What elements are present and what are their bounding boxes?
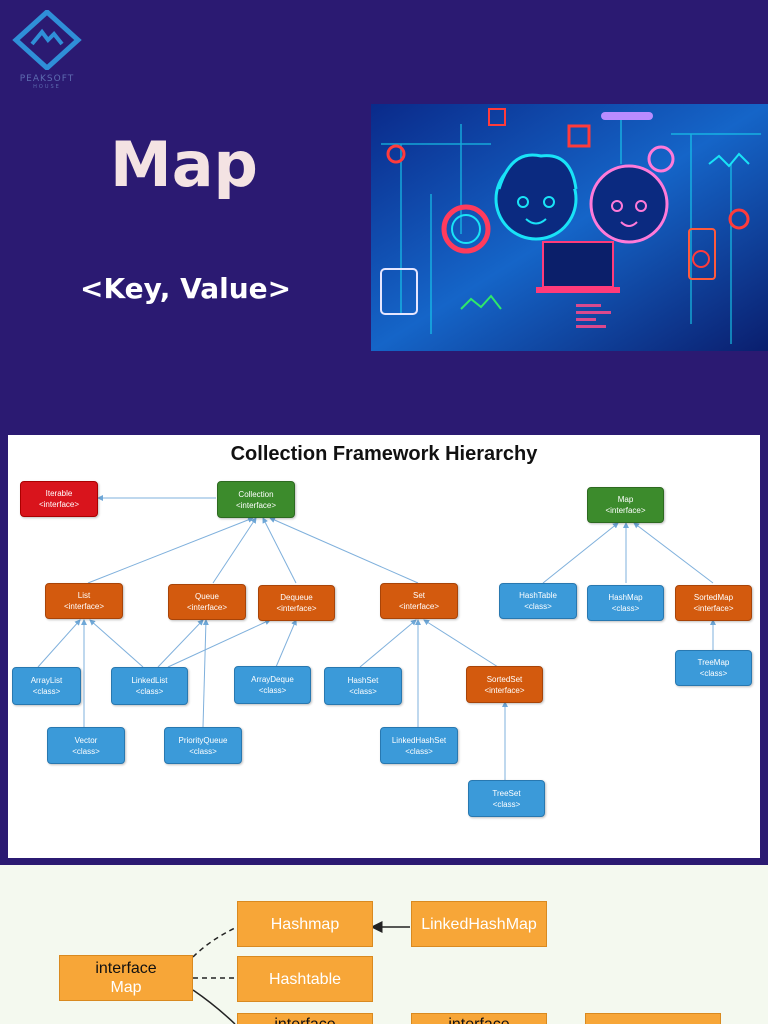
hero-illustration bbox=[371, 104, 768, 351]
node-name: PriorityQueue bbox=[178, 735, 228, 745]
hashmap-box: Hashmap bbox=[237, 901, 373, 947]
node-name: TreeSet bbox=[492, 788, 521, 798]
arraydeque-node: ArrayDeque <class> bbox=[234, 666, 311, 704]
linkedlist-node: LinkedList <class> bbox=[111, 667, 188, 705]
sorted-interface-box-right: interface bbox=[411, 1013, 547, 1024]
arraylist-node: ArrayList <class> bbox=[12, 667, 81, 705]
tech-kids-illustration bbox=[371, 104, 768, 351]
node-name: TreeMap bbox=[697, 658, 730, 667]
node-kind: <class> bbox=[72, 746, 100, 756]
map-connectors bbox=[192, 921, 410, 1024]
node-kind: <class> bbox=[611, 604, 640, 613]
peaksoft-logo: PEAKSOFT HOUSE bbox=[12, 8, 82, 90]
node-name: Iterable bbox=[45, 489, 73, 498]
node-kind: <interface> bbox=[398, 602, 440, 611]
node-kind: <interface> bbox=[484, 685, 525, 695]
hashtable-label: Hashtable bbox=[268, 970, 342, 988]
node-kind: <class> bbox=[189, 746, 217, 756]
node-kind: <class> bbox=[699, 669, 728, 678]
partial-box bbox=[585, 1013, 721, 1024]
hashmap-node: HashMap <class> bbox=[587, 585, 664, 621]
map-label: Map bbox=[110, 979, 142, 996]
interface-map-box: interface Map bbox=[59, 955, 193, 1001]
node-name: SortedMap bbox=[693, 593, 734, 602]
node-kind: <interface> bbox=[38, 500, 80, 509]
interface-label: interface bbox=[95, 960, 157, 977]
node-kind: <interface> bbox=[605, 506, 646, 515]
treeset-node: TreeSet <class> bbox=[468, 780, 545, 817]
iterable-node: Iterable <interface> bbox=[20, 481, 98, 517]
node-name: LinkedHashSet bbox=[391, 735, 447, 745]
node-kind: <interface> bbox=[186, 603, 228, 612]
linkedhashset-node: LinkedHashSet <class> bbox=[380, 727, 458, 764]
treemap-node: TreeMap <class> bbox=[675, 650, 752, 686]
node-kind: <interface> bbox=[235, 500, 277, 510]
page-title: Map bbox=[110, 128, 258, 201]
node-name: Queue bbox=[194, 592, 220, 601]
node-name: List bbox=[77, 591, 91, 600]
map-node: Map <interface> bbox=[587, 487, 664, 523]
node-name: ArrayDeque bbox=[251, 675, 294, 684]
hashtable-node: HashTable <class> bbox=[499, 583, 577, 619]
brand-name: PEAKSOFT bbox=[19, 74, 75, 84]
hierarchy-connectors bbox=[37, 495, 716, 780]
node-name: Collection bbox=[238, 489, 274, 499]
node-kind: <class> bbox=[258, 686, 287, 695]
node-kind: <interface> bbox=[693, 604, 734, 613]
node-name: Set bbox=[412, 591, 425, 600]
node-name: Vector bbox=[74, 735, 98, 745]
node-name: ArrayList bbox=[30, 676, 63, 685]
node-kind: <interface> bbox=[276, 604, 317, 613]
node-name: HashSet bbox=[347, 676, 379, 685]
collection-hierarchy-diagram: Collection Framework Hierarchy bbox=[8, 435, 760, 858]
vector-node: Vector <class> bbox=[47, 727, 125, 764]
list-node: List <interface> bbox=[45, 583, 123, 619]
node-kind: <class> bbox=[135, 687, 164, 696]
node-kind: <class> bbox=[492, 799, 521, 809]
queue-node: Queue <interface> bbox=[168, 584, 246, 620]
linkedhashmap-label: LinkedHashMap bbox=[421, 915, 537, 933]
node-name: Map bbox=[617, 495, 634, 504]
node-name: SortedSet bbox=[486, 674, 523, 684]
hashtable-box: Hashtable bbox=[237, 956, 373, 1002]
hashset-node: HashSet <class> bbox=[324, 667, 402, 705]
node-name: HashTable bbox=[519, 591, 557, 600]
map-implementations-diagram: interface Map Hashmap LinkedHashMap Hash… bbox=[0, 865, 768, 1024]
collection-node: Collection <interface> bbox=[217, 481, 295, 518]
brand-sub: HOUSE bbox=[33, 84, 61, 90]
node-kind: <class> bbox=[349, 687, 377, 696]
diamond-logo-icon bbox=[12, 8, 82, 72]
interface-label: interface bbox=[448, 1015, 509, 1024]
node-kind: <class> bbox=[524, 602, 552, 611]
sorted-interface-box-left: interface bbox=[237, 1013, 373, 1024]
interface-label: interface bbox=[274, 1015, 335, 1024]
node-name: Dequeue bbox=[280, 593, 313, 602]
linkedhashmap-box: LinkedHashMap bbox=[411, 901, 547, 947]
priorityqueue-node: PriorityQueue <class> bbox=[164, 727, 242, 764]
node-kind: <class> bbox=[32, 687, 61, 696]
hierarchy-title: Collection Framework Hierarchy bbox=[230, 443, 538, 465]
hashmap-label: Hashmap bbox=[270, 915, 340, 933]
sortedmap-node: SortedMap <interface> bbox=[675, 585, 752, 621]
node-name: LinkedList bbox=[131, 676, 168, 685]
sortedset-node: SortedSet <interface> bbox=[466, 666, 543, 703]
page-subtitle: <Key, Value> bbox=[80, 272, 292, 305]
node-kind: <class> bbox=[405, 746, 433, 756]
node-kind: <interface> bbox=[63, 602, 105, 611]
dequeue-node: Dequeue <interface> bbox=[258, 585, 335, 621]
set-node: Set <interface> bbox=[380, 583, 458, 619]
node-name: HashMap bbox=[608, 593, 643, 602]
